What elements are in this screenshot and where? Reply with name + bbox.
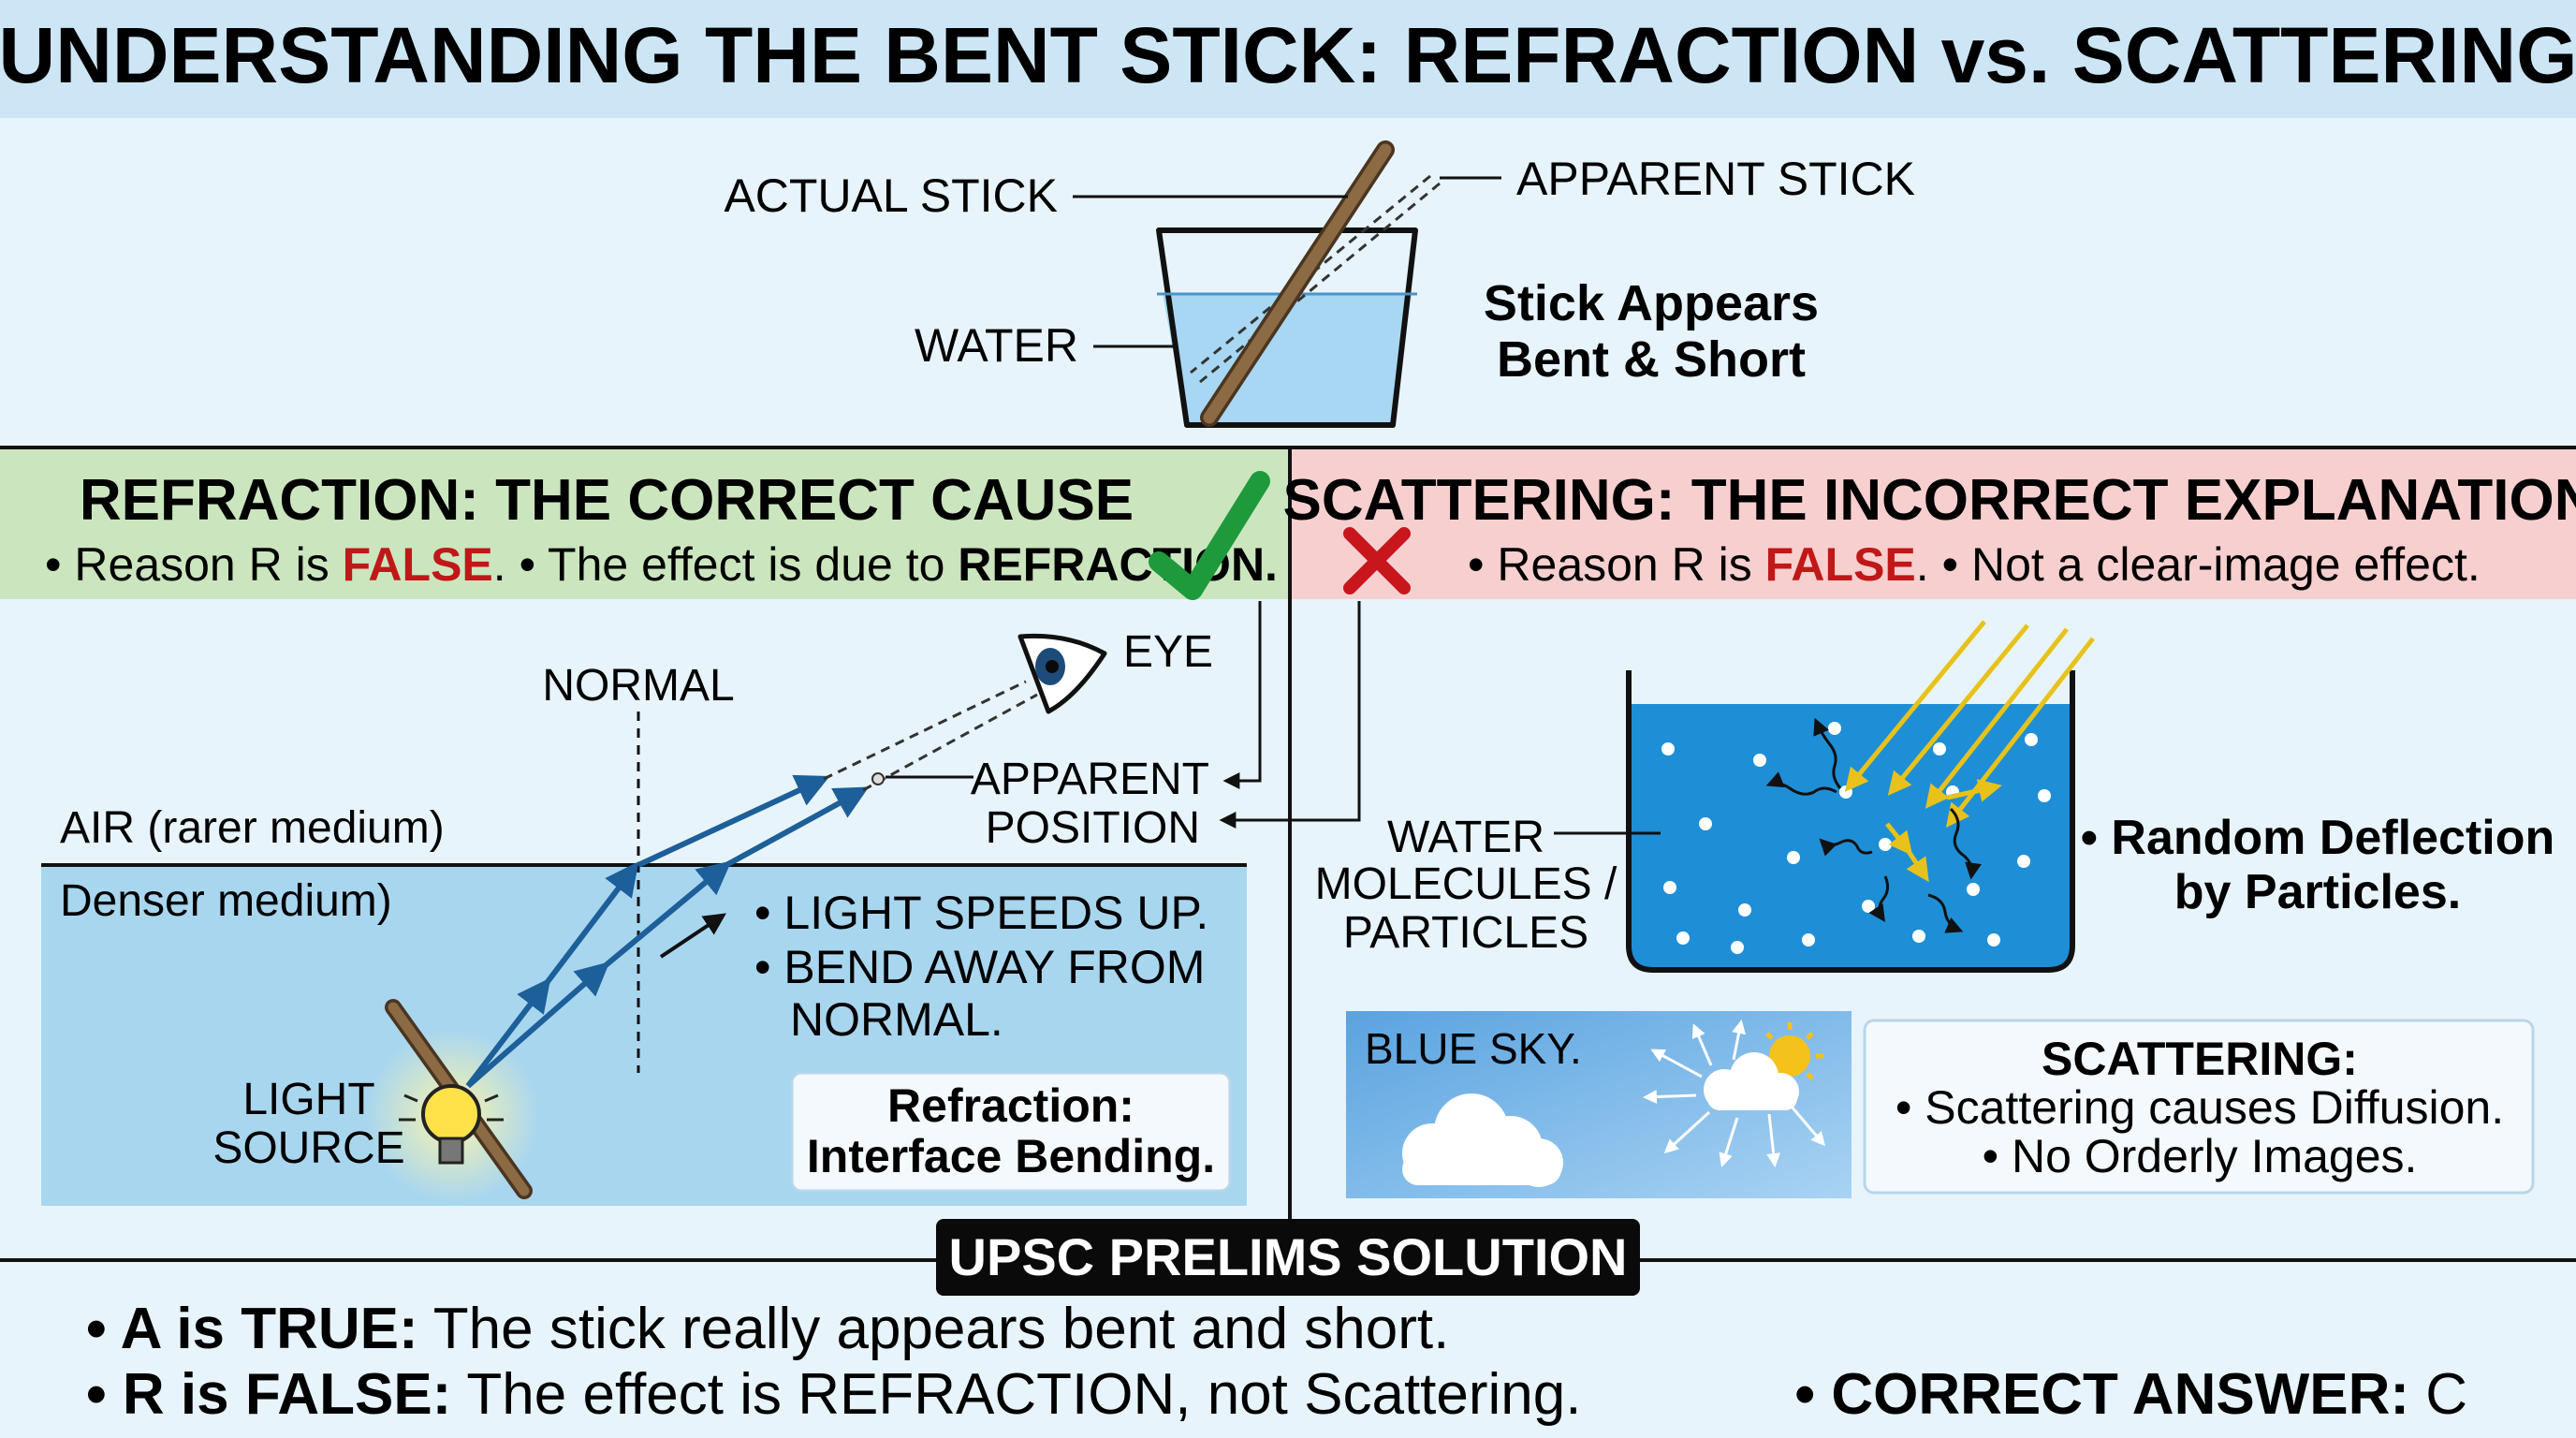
water-molecules-line2: MOLECULES / (1315, 859, 1617, 909)
light-source-line1: LIGHT (242, 1075, 374, 1124)
refraction-header (0, 449, 1288, 599)
refraction-box (790, 1071, 1232, 1193)
correct-answer: • CORRECT ANSWER: C (1794, 1362, 2467, 1427)
eye-icon (1017, 633, 1107, 714)
refraction-bullet3: NORMAL. (790, 993, 1003, 1046)
scatter-squiggles (1765, 717, 1982, 933)
refraction-bullet1: • LIGHT SPEEDS UP. (754, 887, 1208, 939)
refraction-heading: REFRACTION: THE CORRECT CAUSE (80, 468, 1134, 533)
scattering-box-line1: SCATTERING: (2042, 1033, 2358, 1085)
checkmark-icon (1149, 471, 1270, 600)
solution-r: • R is FALSE: The effect is REFRACTION, … (86, 1362, 1581, 1427)
scattering-subline: • Reason R is FALSE. • Not a clear-image… (1468, 538, 2481, 591)
light-source-line2: SOURCE (212, 1123, 404, 1173)
appears-line1: Stick Appears (1484, 275, 1819, 331)
scattering-header (1292, 449, 2576, 599)
eye-label: EYE (1123, 627, 1213, 677)
solution-label: UPSC PRELIMS SOLUTION (949, 1227, 1628, 1286)
apparent-stick-line (1190, 174, 1431, 374)
appears-line2: Bent & Short (1497, 331, 1806, 388)
blue-sky-panel (1346, 1011, 1852, 1198)
water-label: WATER (915, 319, 1078, 372)
water-molecules-line1: WATER (1387, 813, 1544, 862)
scattering-box-line2: • Scattering causes Diffusion. (1895, 1081, 2504, 1134)
scattering-box (1863, 1019, 2535, 1195)
refraction-box-line1: Refraction: (887, 1079, 1134, 1132)
water-tank (1626, 670, 2075, 973)
solution-a: • A is TRUE: The stick really appears be… (86, 1297, 1449, 1361)
refraction-bullet2: • BEND AWAY FROM (754, 941, 1205, 993)
incoming-light-rays (1844, 620, 2095, 883)
lightbulb-icon (399, 1084, 504, 1165)
refraction-subline: • Reason R is FALSE. • The effect is due… (45, 538, 1278, 591)
scattering-heading: SCATTERING: THE INCORRECT EXPLANATION (1282, 468, 2576, 533)
water-molecules-line3: PARTICLES (1343, 908, 1588, 958)
glass-diagram (1073, 140, 1501, 428)
air-label: AIR (rarer medium) (60, 803, 445, 853)
random-deflection-line2: by Particles. (2174, 865, 2461, 919)
normal-label: NORMAL (542, 661, 734, 711)
apparent-stick-label: APPARENT STICK (1516, 153, 1915, 205)
random-deflection-line1: • Random Deflection (2081, 811, 2554, 865)
apparent-position-line2: POSITION (986, 803, 1200, 853)
denser-label: Denser medium) (60, 876, 392, 926)
title-band (0, 0, 2576, 118)
scattering-box-line3: • No Orderly Images. (1983, 1130, 2418, 1182)
refracted-rays (465, 774, 870, 1089)
solution-label-box (936, 1219, 1640, 1296)
apparent-position-line1: APPARENT (971, 755, 1209, 804)
page-title: UNDERSTANDING THE BENT STICK: REFRACTION… (0, 11, 2576, 99)
actual-stick-label: ACTUAL STICK (724, 169, 1058, 222)
water-particles (1661, 722, 2051, 954)
blue-sky-label: BLUE SKY. (1365, 1024, 1582, 1073)
cross-icon (1343, 527, 1411, 594)
refraction-box-line2: Interface Bending. (807, 1130, 1215, 1182)
